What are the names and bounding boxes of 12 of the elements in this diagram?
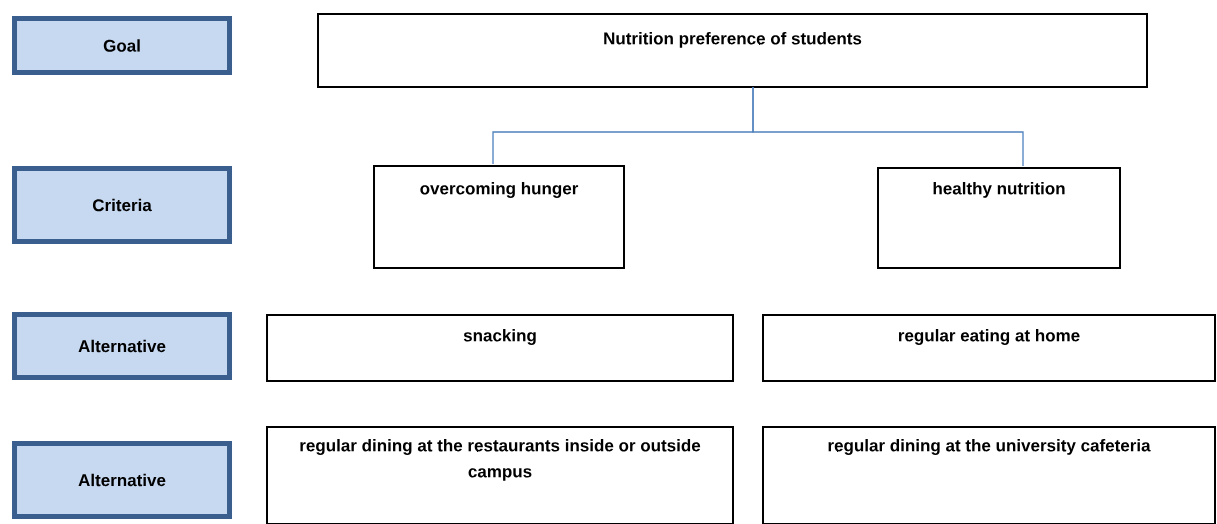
level-label-box: Criteria [12,166,232,244]
hierarchy-box: regular eating at home [762,314,1216,382]
hierarchy-box: healthy nutrition [877,167,1121,269]
hierarchy-box: regular dining at the restaurants inside or outside campus [266,426,734,524]
hierarchy-box: regular dining at the university cafeteria [762,426,1216,524]
connector-line [752,86,1024,167]
level-label-box: Goal [12,16,232,75]
hierarchy-box: Nutrition preference of students [317,13,1148,88]
level-label-box: Alternative [12,441,232,519]
hierarchy-box: snacking [266,314,734,382]
level-label-box: Alternative [12,312,232,380]
hierarchy-box: overcoming hunger [373,165,625,269]
